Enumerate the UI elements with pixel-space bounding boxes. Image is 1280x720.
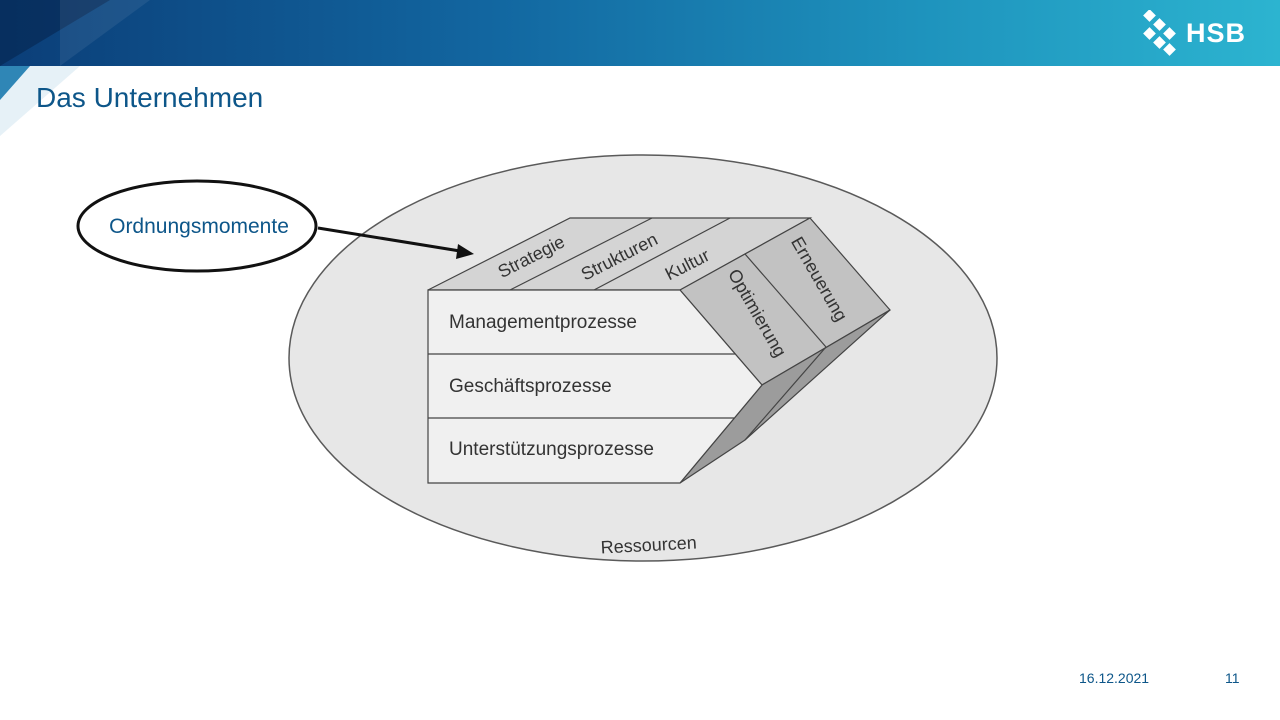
ordnungsmomente-callout-label: Ordnungsmomente xyxy=(109,215,289,238)
footer-date: 16.12.2021 xyxy=(1079,670,1150,686)
top-divider-2 xyxy=(593,217,731,291)
header-facet-light xyxy=(60,0,150,66)
page-title: Das Unternehmen xyxy=(36,82,264,113)
header-facet xyxy=(0,0,110,66)
logo-text: HSB xyxy=(1185,17,1246,48)
header-accent xyxy=(0,66,30,100)
prozess-management-label: Managementprozesse xyxy=(449,312,637,333)
callout-arrowhead-icon xyxy=(456,244,474,259)
footer-page-number: 11 xyxy=(1225,670,1240,686)
header-bar: HSB xyxy=(0,0,1280,66)
hsb-logo-icon xyxy=(1143,10,1176,56)
hsb-logo: HSB xyxy=(1142,9,1246,57)
ordnungsmomente-callout xyxy=(76,179,318,273)
callout-arrow-line xyxy=(317,226,461,253)
top-divider-1 xyxy=(509,217,653,291)
prozess-geschaeft-label: Geschäftsprozesse xyxy=(449,376,612,397)
lower-side-divider xyxy=(744,346,827,441)
prozess-unterstuetzung-label: Unterstützungsprozesse xyxy=(449,439,654,460)
prozesse-face xyxy=(427,289,763,484)
side-divider xyxy=(744,253,827,348)
